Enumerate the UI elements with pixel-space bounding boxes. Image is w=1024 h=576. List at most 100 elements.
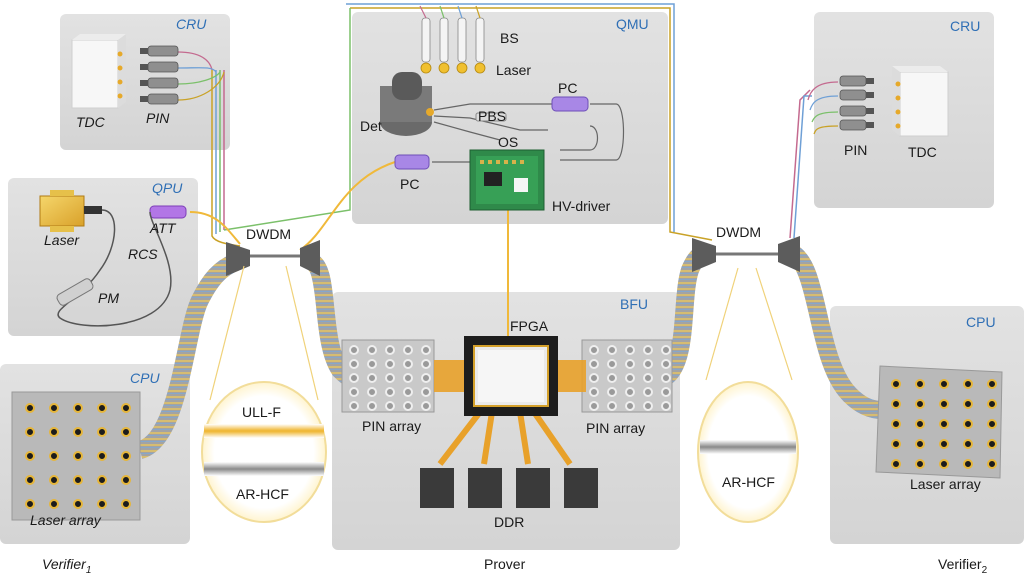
pin-diode — [607, 373, 617, 383]
pin-diode — [643, 401, 653, 411]
ull-f-label: ULL-F — [242, 404, 281, 420]
pin-diode — [643, 359, 653, 369]
pin-diode — [589, 345, 599, 355]
laser-emitter — [891, 459, 901, 469]
prover-caption: Prover — [484, 556, 526, 572]
qmu-fibers — [432, 103, 625, 163]
laser-emitter — [939, 399, 949, 409]
laser-emitter — [49, 403, 59, 413]
pin-diode — [385, 359, 395, 369]
laser-emitter — [97, 475, 107, 485]
laser-emitter — [915, 419, 925, 429]
laser-emitter — [25, 499, 35, 509]
laser-emitter — [963, 459, 973, 469]
verifier1-caption: Verifier1 — [42, 556, 92, 576]
pin-array-right-label: PIN array — [586, 420, 646, 436]
pin-diode — [367, 387, 377, 397]
laser-emitter — [73, 475, 83, 485]
pin-diode — [349, 345, 359, 355]
ar-hcf-right-label: AR-HCF — [722, 474, 775, 490]
laser-emitter — [121, 475, 131, 485]
laser-emitter — [49, 499, 59, 509]
pin-diode — [661, 359, 671, 369]
pin-diode — [589, 373, 599, 383]
ar-hcf-left-label: AR-HCF — [236, 486, 289, 502]
panel-qpu — [8, 178, 198, 336]
laser-emitter — [891, 439, 901, 449]
pin-diode — [625, 345, 635, 355]
laser-emitter — [891, 379, 901, 389]
pin-diode — [661, 387, 671, 397]
pin-diode — [421, 401, 431, 411]
pc-upper-label: PC — [558, 80, 578, 96]
pin-array-left — [341, 339, 435, 413]
laser-emitter — [73, 499, 83, 509]
laser-emitter — [73, 403, 83, 413]
laser-emitter — [25, 403, 35, 413]
pin-diode — [643, 345, 653, 355]
laser-emitter — [963, 379, 973, 389]
pin-diode — [349, 401, 359, 411]
os-label: OS — [498, 134, 519, 150]
laser-emitter — [963, 399, 973, 409]
pbs-label: PBS — [478, 108, 507, 124]
dwdm-right-label: DWDM — [716, 224, 762, 240]
pin-diode — [589, 401, 599, 411]
laser-qpu-label: Laser — [44, 232, 80, 248]
pin-diode — [625, 373, 635, 383]
fiber-bubble-left — [201, 265, 327, 523]
laser-emitter — [121, 499, 131, 509]
pin-diode — [403, 359, 413, 369]
pin-diode — [403, 387, 413, 397]
pin-diode — [349, 373, 359, 383]
pc-lower — [394, 154, 430, 170]
tdc-right-label: TDC — [908, 144, 937, 160]
laser-emitter — [25, 427, 35, 437]
pin-diode — [625, 387, 635, 397]
pin-diode — [661, 373, 671, 383]
pin-diode — [349, 359, 359, 369]
pin-diode — [367, 373, 377, 383]
laser-emitter — [891, 399, 901, 409]
attenuator — [149, 205, 187, 219]
tdc-module-right — [892, 66, 949, 137]
laser-emitter — [97, 427, 107, 437]
laser-chip-qpu — [39, 190, 102, 232]
pin-diode — [607, 387, 617, 397]
pin-diode — [349, 387, 359, 397]
pin-diode — [607, 345, 617, 355]
pin-array-right — [581, 339, 673, 413]
laser-emitter — [987, 439, 997, 449]
pin-right-label: PIN — [844, 142, 868, 158]
pin-diode — [661, 401, 671, 411]
pin-diode — [421, 387, 431, 397]
laser-emitter — [963, 419, 973, 429]
laser-emitter — [963, 439, 973, 449]
ddr-chips — [420, 468, 598, 508]
laser-emitter — [49, 475, 59, 485]
pin-diode — [385, 373, 395, 383]
laser-emitter — [73, 451, 83, 461]
cpu-left-title: CPU — [130, 370, 160, 386]
laser-emitter — [97, 499, 107, 509]
pin-diode — [589, 387, 599, 397]
bfu-title: BFU — [620, 296, 648, 312]
laser-emitter — [25, 475, 35, 485]
qpu-title: QPU — [152, 180, 183, 196]
pin-diode — [385, 401, 395, 411]
laser-emitter — [915, 459, 925, 469]
laser-array-right-label: Laser array — [910, 476, 981, 492]
laser-emitter — [939, 439, 949, 449]
pin-diode — [367, 345, 377, 355]
phase-modulator — [56, 278, 94, 306]
hv-driver-label: HV-driver — [552, 198, 611, 214]
beam-splitter-array — [419, 5, 486, 74]
cru-right-title: CRU — [950, 18, 981, 34]
laser-array-left-label: Laser array — [30, 512, 101, 528]
laser-emitter — [121, 451, 131, 461]
pin-diode — [403, 345, 413, 355]
laser-emitter — [987, 419, 997, 429]
pbs-component — [475, 112, 507, 122]
det-label: Det — [360, 118, 382, 134]
